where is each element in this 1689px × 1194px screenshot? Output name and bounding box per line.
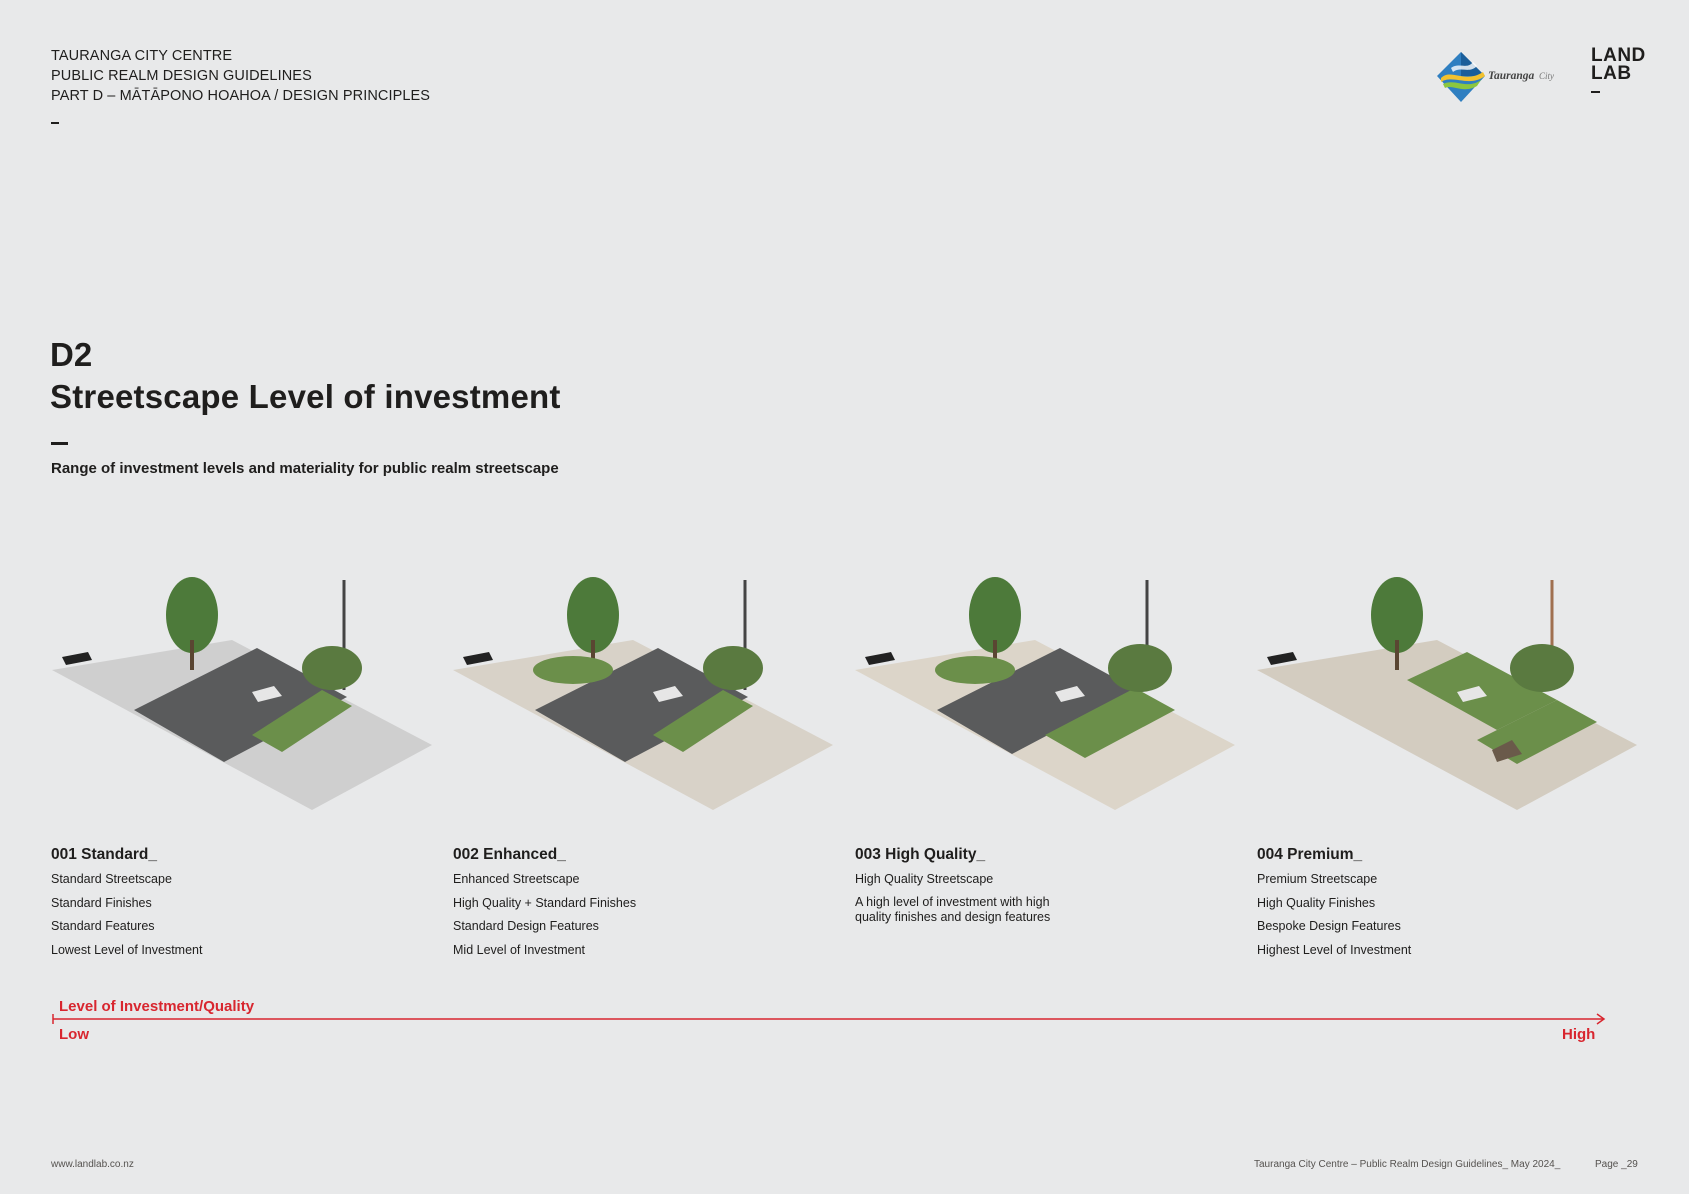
header-line-2: PUBLIC REALM DESIGN GUIDELINES bbox=[51, 68, 312, 84]
level-item: Standard Features bbox=[51, 919, 155, 933]
landlab-dash bbox=[1591, 91, 1600, 93]
landlab-logo: LAND LAB bbox=[1591, 45, 1646, 93]
level-card-premium: 004 Premium_ Premium Streetscape High Qu… bbox=[1257, 846, 1587, 965]
page-subtitle: Range of investment levels and materiali… bbox=[51, 460, 559, 477]
level-card-standard: 001 Standard_ Standard Streetscape Stand… bbox=[51, 846, 381, 965]
level-item: Bespoke Design Features bbox=[1257, 919, 1401, 933]
level-item: Standard Finishes bbox=[51, 895, 152, 910]
header-dash bbox=[51, 122, 59, 124]
level-card-enhanced: 002 Enhanced_ Enhanced Streetscape High … bbox=[453, 846, 783, 965]
level-item: Premium Streetscape bbox=[1257, 872, 1378, 886]
footer-website: www.landlab.co.nz bbox=[51, 1159, 134, 1170]
streetscape-illustration-high-quality bbox=[855, 577, 1235, 810]
level-item: High Quality Finishes bbox=[1257, 895, 1376, 910]
level-title: 004 Premium_ bbox=[1257, 846, 1363, 863]
footer-document: Tauranga City Centre – Public Realm Desi… bbox=[1254, 1159, 1561, 1170]
level-title: 003 High Quality_ bbox=[855, 846, 986, 863]
scale-low-label: Low bbox=[59, 1026, 89, 1043]
page-title: Streetscape Level of investment bbox=[50, 378, 561, 415]
header-line-1: TAURANGA CITY CENTRE bbox=[51, 48, 233, 64]
footer-page-number: Page _29 bbox=[1595, 1159, 1638, 1170]
level-card-high-quality: 003 High Quality_ High Quality Streetsca… bbox=[855, 846, 1075, 933]
level-item: Standard Design Features bbox=[453, 919, 599, 933]
level-item: Enhanced Streetscape bbox=[453, 872, 580, 886]
level-item: High Quality Streetscape bbox=[855, 872, 994, 886]
level-title: 002 Enhanced_ bbox=[453, 846, 566, 863]
streetscape-illustration-enhanced bbox=[453, 577, 833, 810]
title-dash bbox=[51, 442, 68, 445]
section-code: D2 bbox=[50, 336, 93, 373]
level-item: Standard Streetscape bbox=[51, 872, 172, 886]
level-item: Highest Level of Investment bbox=[1257, 942, 1412, 957]
logo-suffix: City bbox=[1539, 71, 1554, 81]
logo-text: Tauranga bbox=[1488, 70, 1534, 82]
level-item: A high level of investment with high qua… bbox=[855, 894, 1051, 925]
level-item: Lowest Level of Investment bbox=[51, 942, 203, 957]
header-line-3: PART D – MĀTĀPONO HOAHOA / DESIGN PRINCI… bbox=[51, 88, 431, 104]
streetscape-illustration-standard bbox=[52, 577, 432, 810]
level-item: Mid Level of Investment bbox=[453, 942, 586, 957]
level-title: 001 Standard_ bbox=[51, 846, 157, 863]
document-header: TAURANGA CITY CENTRE PUBLIC REALM DESIGN… bbox=[51, 46, 430, 106]
level-item: High Quality + Standard Finishes bbox=[453, 895, 637, 910]
scale-high-label: High bbox=[1562, 1026, 1596, 1043]
landlab-line-1: LAND bbox=[1591, 45, 1646, 66]
streetscape-illustration-premium bbox=[1257, 577, 1637, 810]
investment-scale-arrow bbox=[52, 1013, 1606, 1025]
tauranga-city-logo: Tauranga City bbox=[1437, 52, 1554, 102]
scale-label: Level of Investment/Quality bbox=[59, 998, 255, 1015]
landlab-line-2: LAB bbox=[1591, 63, 1632, 84]
